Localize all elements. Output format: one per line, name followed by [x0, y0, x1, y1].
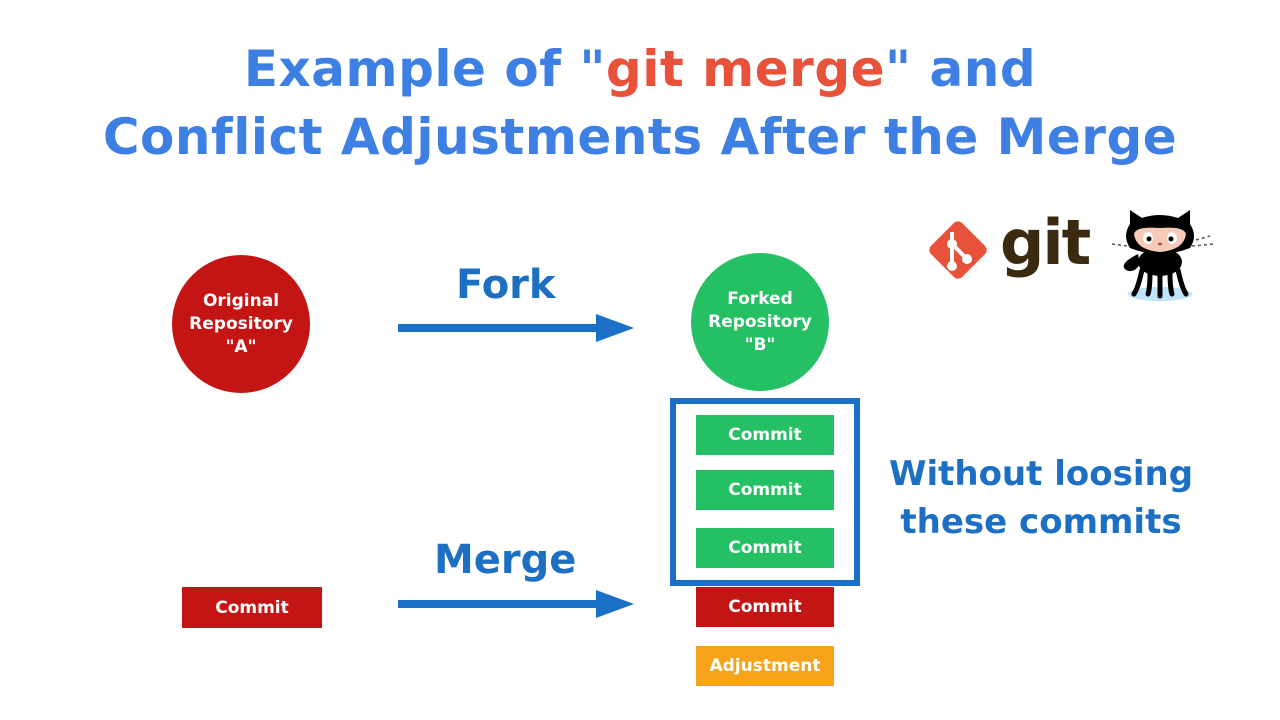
original-repository-node: Original Repository "A" [172, 255, 310, 393]
fork-arrow [398, 314, 634, 342]
title-highlight: git merge [605, 40, 886, 98]
title-line-1: Example of "git merge" and [0, 40, 1280, 98]
octocat-icon [1111, 210, 1215, 301]
forked-commit-2: Commit [696, 470, 834, 510]
merge-arrow [398, 590, 634, 618]
merge-label: Merge [434, 537, 577, 583]
fork-label: Fork [456, 262, 556, 308]
title-line-2: Conflict Adjustments After the Merge [102, 108, 1178, 166]
forked-commit-3: Commit [696, 528, 834, 568]
original-commit: Commit [182, 587, 322, 628]
preserved-commits-group [670, 398, 860, 586]
forked-commit-1: Commit [696, 415, 834, 455]
merged-commit: Commit [696, 587, 834, 627]
adjustment-box: Adjustment [696, 646, 834, 686]
title-suffix: " and [885, 40, 1037, 98]
git-logo-icon [929, 221, 987, 279]
forked-repository-node: Forked Repository "B" [691, 253, 829, 391]
git-wordmark: git [1000, 206, 1091, 279]
title-prefix: Example of " [243, 40, 606, 98]
preserve-commits-note: Without loosing these commits [888, 454, 1194, 542]
